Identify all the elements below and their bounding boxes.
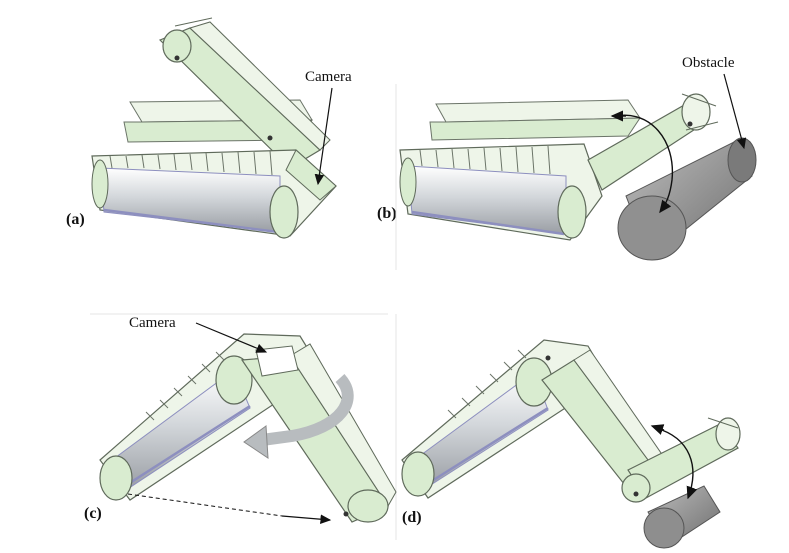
lowered-arm-b: [587, 93, 719, 191]
main-track-a: [91, 149, 337, 239]
panel-a: Camera (a): [66, 17, 352, 239]
ground-line-c: [127, 493, 283, 517]
panel-label-b: (b): [377, 205, 397, 222]
rotation-arrow-d: [655, 427, 698, 500]
panel-d: (d): [401, 339, 741, 549]
rotation-arrow-c: [261, 373, 354, 446]
panel-label-d: (d): [402, 509, 422, 526]
panel-c: Camera (c): [84, 315, 397, 524]
main-track-b: [399, 143, 603, 241]
rotation-arrow-b: [615, 114, 674, 214]
ground-arrow-c: [281, 514, 332, 524]
obstacle-arrow: [723, 73, 747, 150]
rotation-arrow-d-tail: [650, 424, 665, 435]
camera-callout-a: Camera: [305, 69, 352, 85]
camera-arrow-a: [314, 87, 333, 186]
panel-label-c: (c): [84, 505, 102, 522]
arm-c: [240, 343, 397, 523]
obstacle-d: [643, 485, 721, 549]
forearm-d: [621, 417, 741, 503]
panel-b: Obstacle (b): [377, 55, 757, 261]
raised-arm: [158, 17, 331, 169]
camera-arrow-c: [195, 322, 268, 353]
camera-callout-c: Camera: [129, 315, 176, 331]
panel-label-a: (a): [66, 211, 85, 228]
rotation-arrowhead-c: [243, 425, 269, 459]
rear-track-b: [429, 99, 641, 141]
obstacle-callout: Obstacle: [682, 55, 735, 71]
